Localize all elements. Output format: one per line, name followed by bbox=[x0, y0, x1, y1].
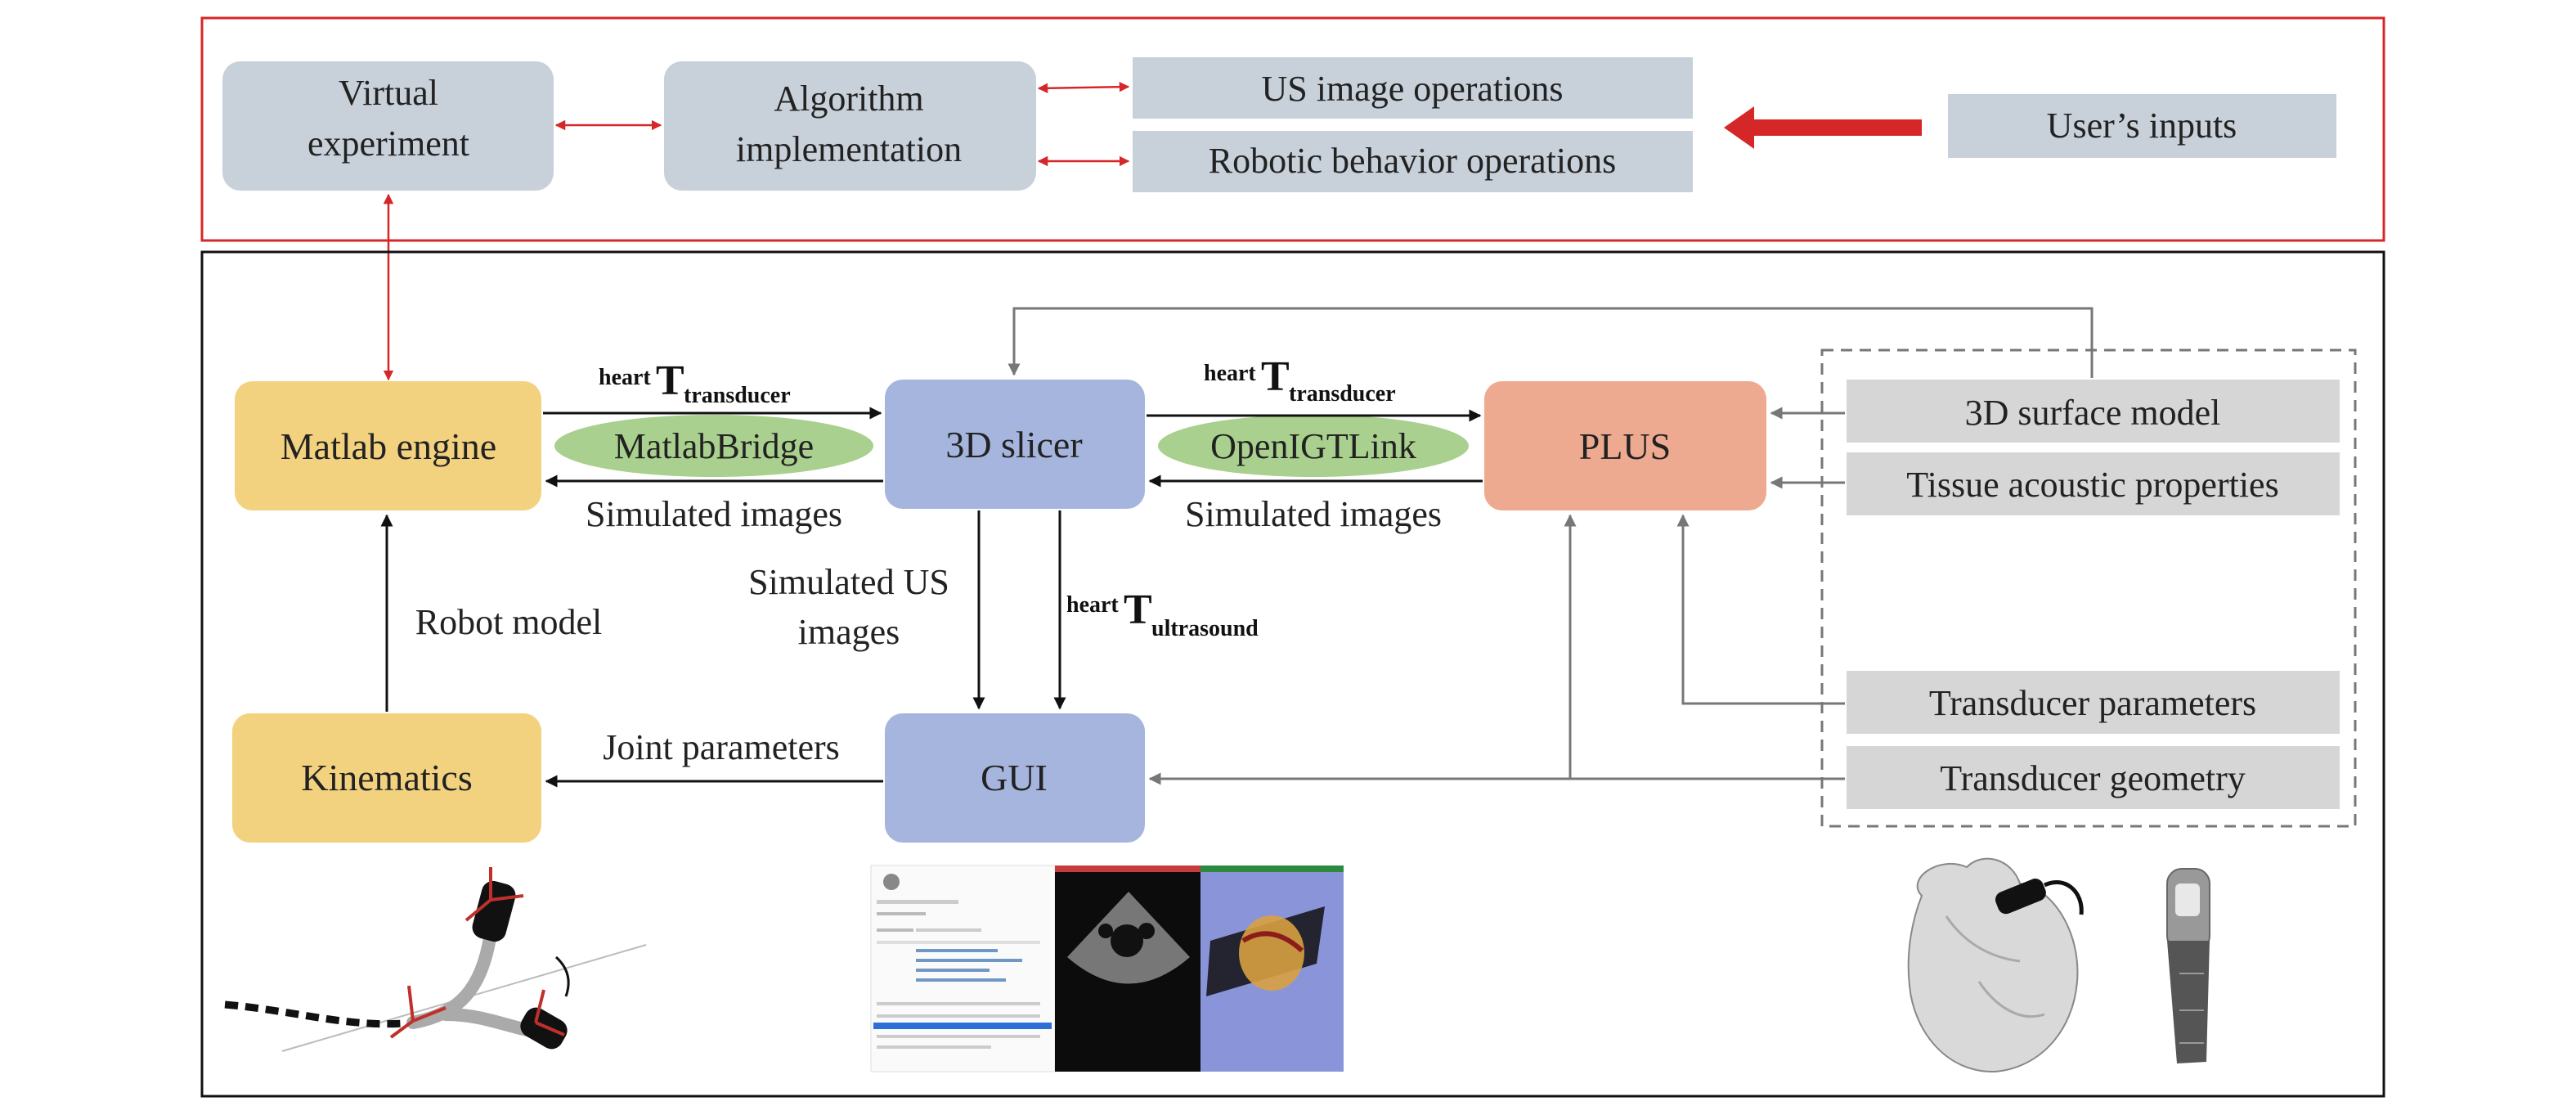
gui-screenshot-illustration bbox=[870, 865, 1344, 1072]
openigtlink-label: OpenIGTLink bbox=[1210, 426, 1416, 466]
t2-sub: transducer bbox=[1289, 381, 1396, 407]
slicer-label: 3D slicer bbox=[945, 424, 1082, 465]
users-inputs-label: User’s inputs bbox=[2047, 106, 2237, 146]
label-simulated-images-right: Simulated images bbox=[1185, 494, 1442, 534]
bottom-panel-frame bbox=[200, 250, 2385, 1098]
virtual-experiment-line2: experiment bbox=[307, 124, 469, 164]
virtual-experiment-line1: Virtual bbox=[339, 73, 438, 113]
label-simulated-images-left: Simulated images bbox=[586, 494, 842, 534]
kinematics-label: Kinematics bbox=[301, 757, 473, 798]
gui-node: GUI bbox=[885, 713, 1145, 843]
matlabbridge-connector: MatlabBridge bbox=[554, 415, 873, 477]
matlabbridge-label: MatlabBridge bbox=[614, 426, 814, 466]
input-transducer-geometry: Transducer geometry bbox=[1847, 746, 2340, 809]
t1-main: T bbox=[656, 357, 684, 404]
algorithm-implementation-line2: implementation bbox=[736, 129, 962, 169]
t3-sub: ultrasound bbox=[1151, 616, 1259, 641]
top-panel-frame bbox=[200, 16, 2385, 242]
t3-sup: heart bbox=[1066, 592, 1119, 618]
input-tissue-acoustic: Tissue acoustic properties bbox=[1847, 452, 2340, 515]
input-transducer-geometry-label: Transducer geometry bbox=[1940, 758, 2246, 798]
plus-label: PLUS bbox=[1579, 425, 1671, 467]
input-tissue-acoustic-label: Tissue acoustic properties bbox=[1906, 465, 2278, 505]
input-surface-model-label: 3D surface model bbox=[1965, 393, 2221, 433]
label-robot-model: Robot model bbox=[415, 602, 603, 642]
t1-sub: transducer bbox=[684, 383, 791, 408]
robotic-behavior-operations-label: Robotic behavior operations bbox=[1209, 141, 1617, 181]
label-simulated-us-images-line1: Simulated US bbox=[748, 562, 949, 602]
arrow-user-inputs-big bbox=[1724, 106, 1922, 149]
t2-main: T bbox=[1261, 353, 1290, 400]
input-surface-model: 3D surface model bbox=[1847, 380, 2340, 443]
t1-sup: heart bbox=[599, 365, 651, 390]
openigtlink-connector: OpenIGTLink bbox=[1158, 415, 1469, 477]
algorithm-implementation-box: Algorithm implementation bbox=[664, 61, 1036, 191]
label-t-transducer-right: heart T transducer bbox=[1204, 353, 1396, 407]
virtual-experiment-box: Virtual experiment bbox=[222, 61, 554, 191]
users-inputs-box: User’s inputs bbox=[1948, 94, 2336, 158]
us-image-operations-box: US image operations bbox=[1133, 57, 1693, 119]
t2-sup: heart bbox=[1204, 361, 1256, 386]
arrow-transducer-params-to-plus bbox=[1676, 514, 1845, 705]
kinematics-node: Kinematics bbox=[232, 713, 541, 843]
gui-label: GUI bbox=[981, 757, 1048, 798]
robot-illustration bbox=[224, 867, 647, 1052]
matlab-engine-node: Matlab engine bbox=[235, 381, 541, 510]
input-group-frame bbox=[1820, 348, 2357, 828]
input-transducer-parameters: Transducer parameters bbox=[1847, 671, 2340, 734]
arrow-surface-to-slicer bbox=[1008, 307, 2094, 378]
input-transducer-parameters-label: Transducer parameters bbox=[1929, 683, 2256, 723]
arrow-algorithm-us-ops bbox=[1037, 81, 1130, 94]
heart-model-illustration bbox=[1907, 857, 2084, 1073]
label-joint-parameters: Joint parameters bbox=[603, 727, 840, 767]
label-t-ultrasound: heart T ultrasound bbox=[1066, 587, 1259, 641]
robotic-behavior-operations-box: Robotic behavior operations bbox=[1133, 131, 1693, 192]
slicer-node: 3D slicer bbox=[885, 380, 1145, 509]
us-image-operations-label: US image operations bbox=[1261, 69, 1563, 109]
transducer-probe-illustration bbox=[2166, 868, 2210, 1063]
plus-node: PLUS bbox=[1484, 381, 1766, 510]
algorithm-implementation-line1: Algorithm bbox=[774, 79, 923, 119]
label-simulated-us-images-line2: images bbox=[798, 612, 900, 652]
label-t-transducer-left: heart T transducer bbox=[599, 357, 791, 408]
matlab-engine-label: Matlab engine bbox=[280, 425, 496, 467]
t3-main: T bbox=[1124, 587, 1152, 633]
